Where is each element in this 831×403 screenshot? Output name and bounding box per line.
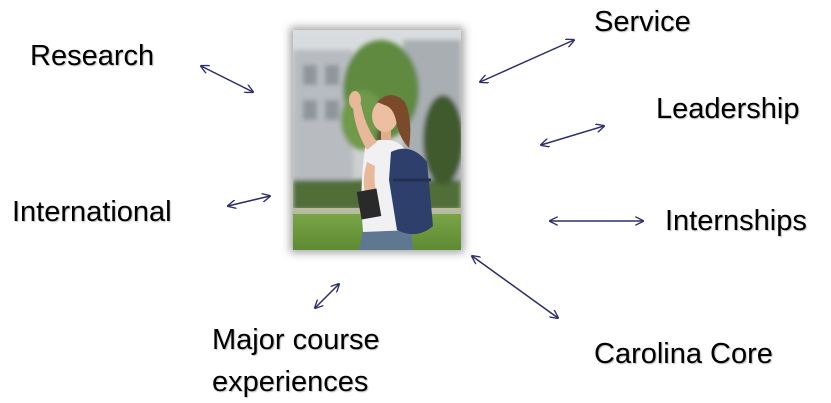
label-international: International <box>12 196 172 228</box>
arrow-international <box>228 196 270 206</box>
label-major-line1: Major course <box>212 324 380 356</box>
arrow-research <box>201 66 253 92</box>
label-major-course-experiences: Major course experiences <box>212 319 380 403</box>
student-photo <box>293 30 461 250</box>
label-leadership: Leadership <box>656 93 800 125</box>
arrow-carolina-core <box>472 256 558 318</box>
label-internships: Internships <box>665 205 807 237</box>
arrow-major-course <box>315 284 339 308</box>
label-carolina-core: Carolina Core <box>594 338 773 370</box>
label-research: Research <box>30 40 155 72</box>
label-service: Service <box>594 6 691 38</box>
arrow-service <box>480 40 574 82</box>
arrow-leadership <box>541 126 604 145</box>
label-major-line2: experiences <box>212 366 369 398</box>
student-waving-photo-icon <box>293 30 461 250</box>
